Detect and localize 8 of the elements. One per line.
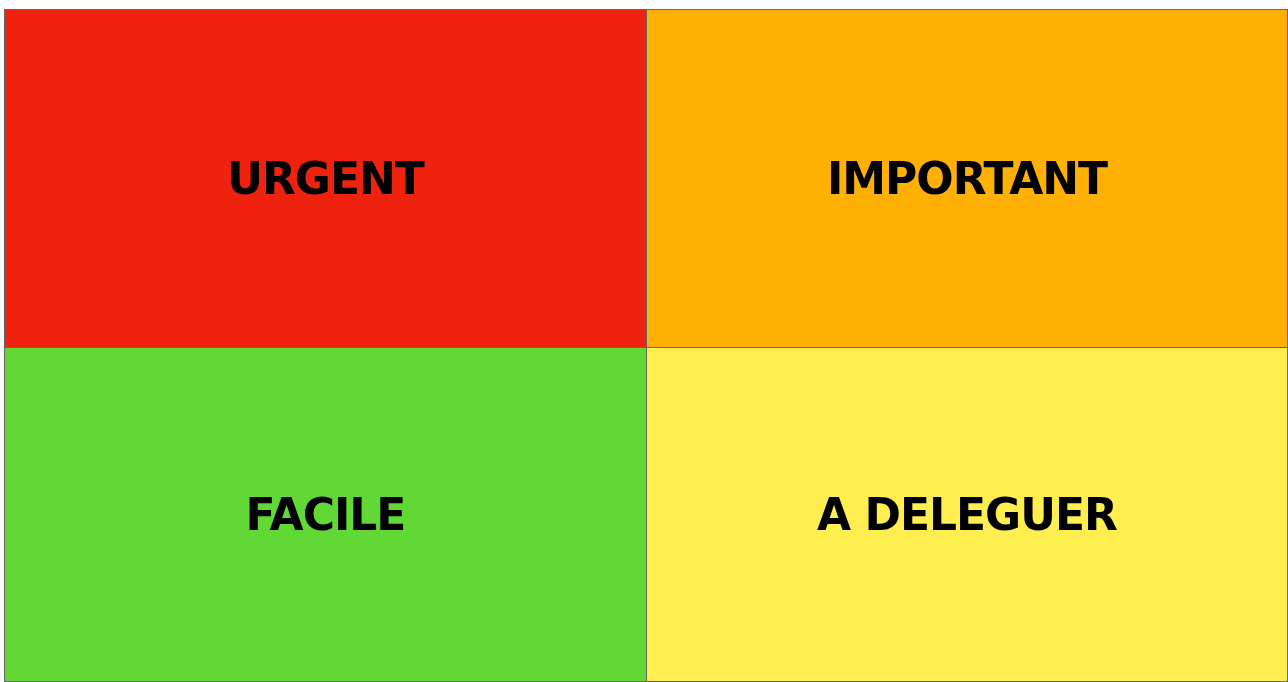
quadrant-box <box>646 347 1288 682</box>
quadrant-label: A DELEGUER <box>817 489 1117 540</box>
quadrant-box <box>4 9 647 348</box>
quadrant-box <box>4 347 647 682</box>
quadrant-label: IMPORTANT <box>826 153 1108 204</box>
quadrant-label: FACILE <box>245 489 406 540</box>
quadrant-box <box>646 9 1288 348</box>
quadrant-label: URGENT <box>227 153 424 204</box>
